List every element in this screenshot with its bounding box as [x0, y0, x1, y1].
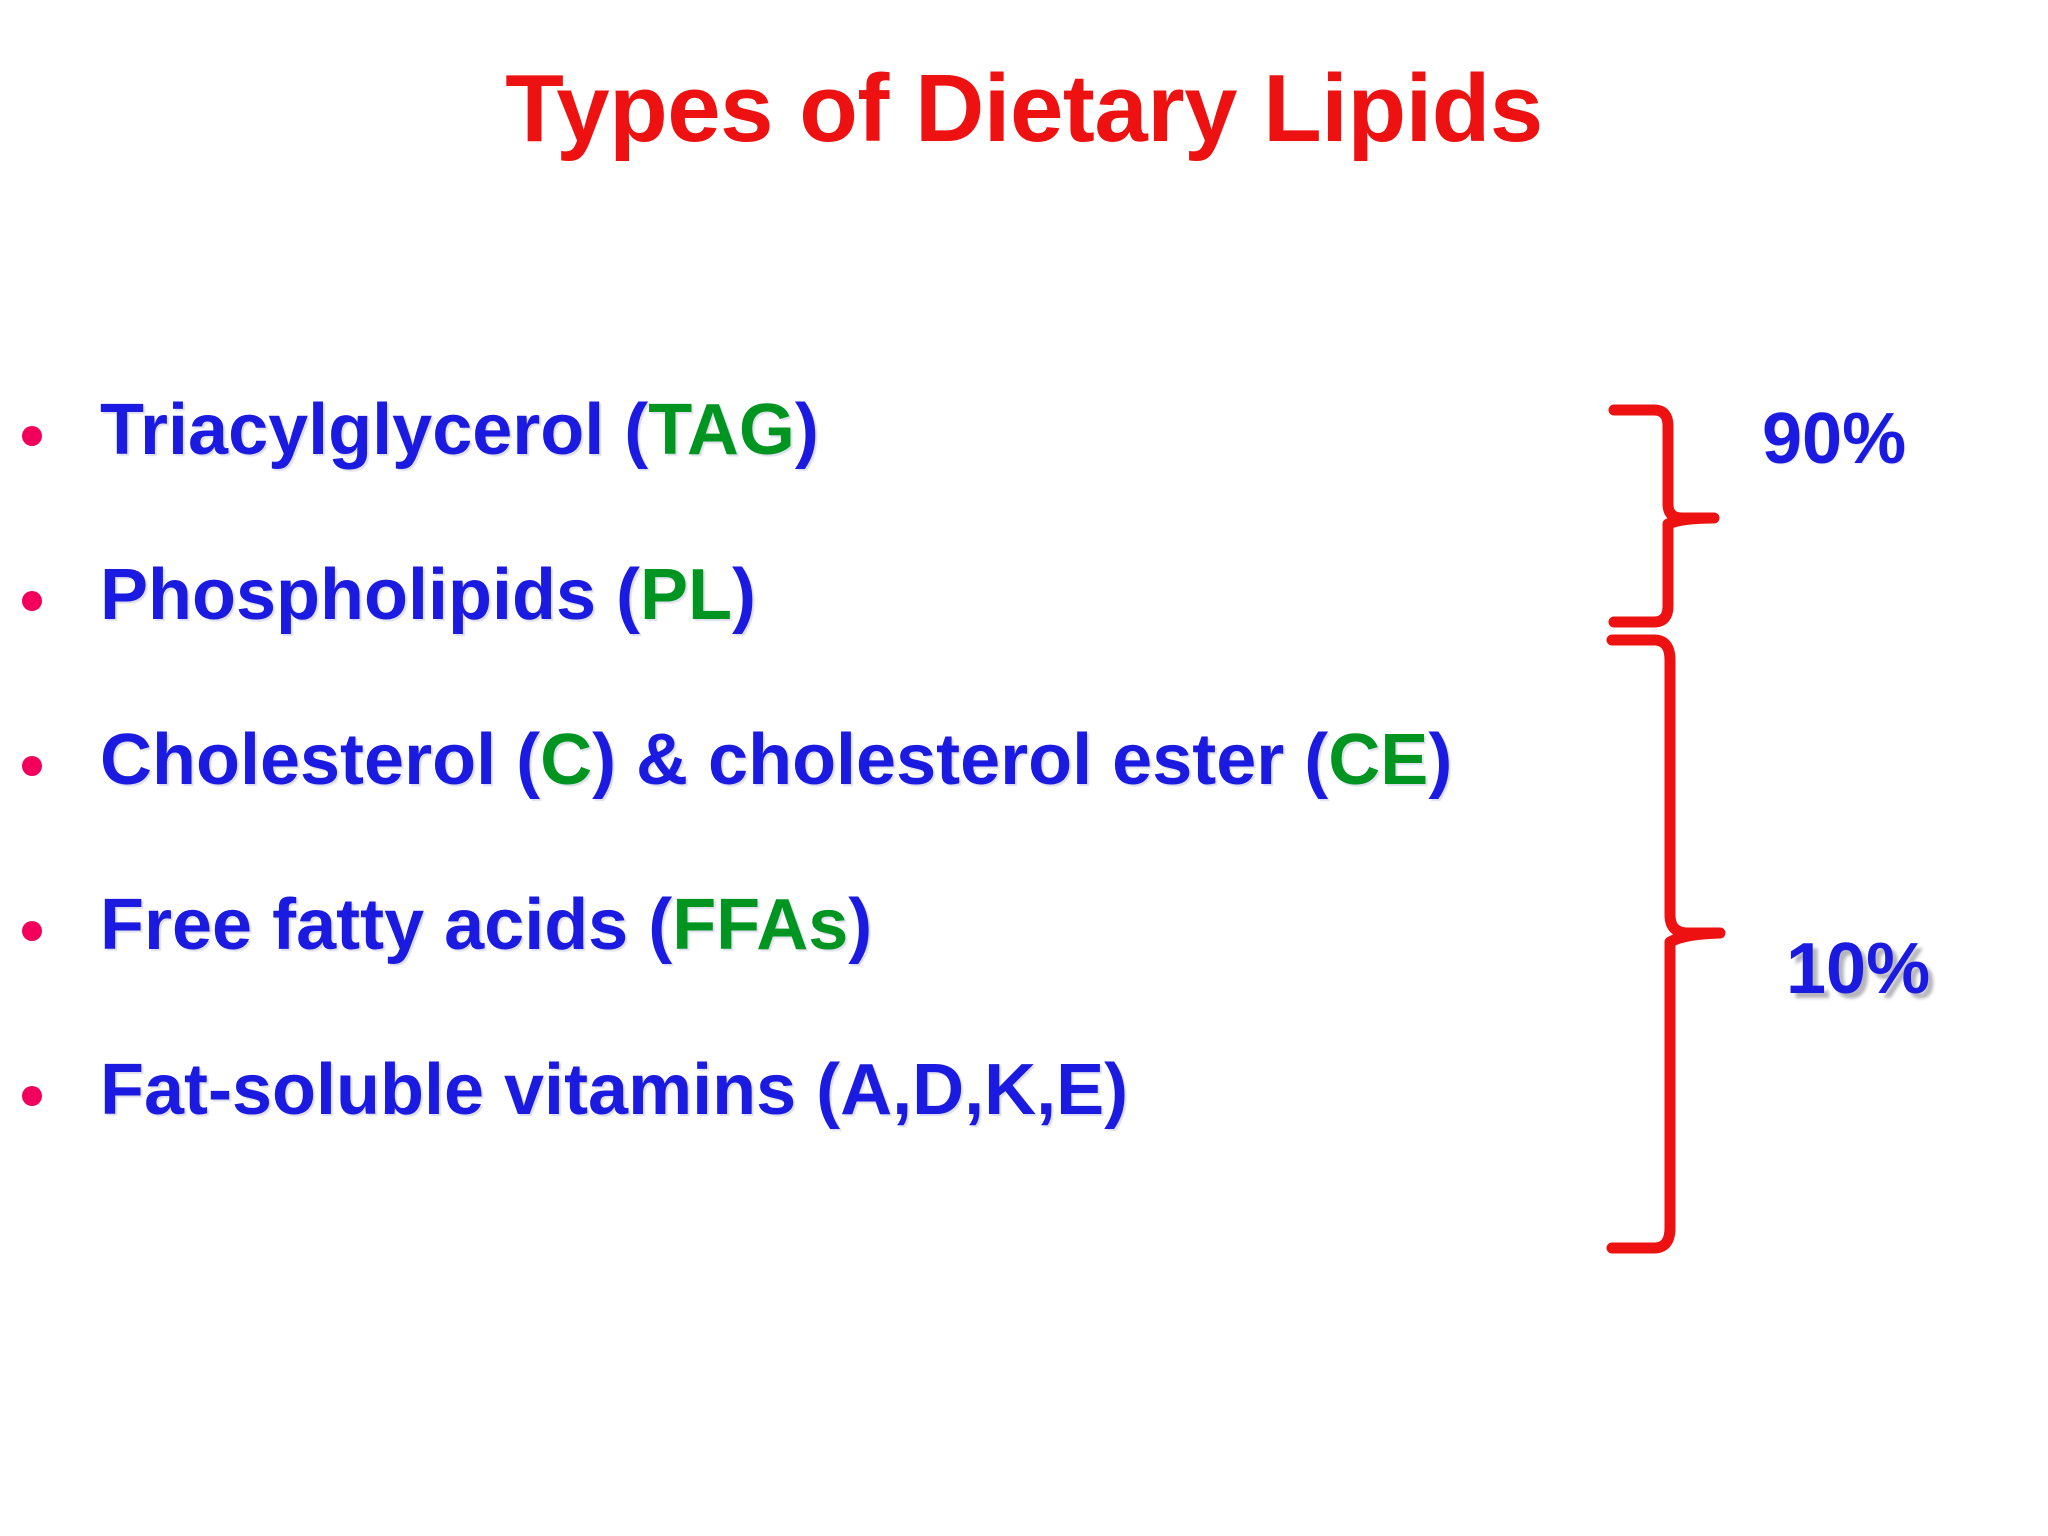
list-item-abbreviation: TAG [648, 390, 795, 470]
list-item-text: Free fatty acids (FFAs) [100, 885, 872, 961]
list-item: Phospholipids (PL) [0, 555, 1640, 720]
list-item-main-text: Free fatty acids ( [100, 885, 673, 965]
list-item-text: Phospholipids (PL) [100, 555, 756, 631]
page-title: Types of Dietary Lipids [505, 55, 1543, 162]
dot-bullet-icon [22, 426, 42, 446]
dot-bullet-icon [22, 756, 42, 776]
list-item-abbreviation: C [540, 720, 593, 800]
list-item-abbreviation-2: CE [1328, 720, 1429, 800]
list-item-text: Cholesterol (C) & cholesterol ester (CE) [100, 720, 1452, 796]
list-item: Triacylglycerol (TAG) [0, 390, 1640, 555]
list-item-abbreviation: FFAs [672, 885, 849, 965]
list-item-text: Triacylglycerol (TAG) [100, 390, 819, 466]
list-item-trailing-text: ) [848, 885, 873, 965]
list-item-abbreviation: PL [639, 555, 732, 635]
list-item-main-text: Phospholipids ( [100, 555, 640, 635]
list-item: Fat-soluble vitamins (A,D,K,E) [0, 1050, 1640, 1215]
percentage-label-90: 90% [1762, 399, 1907, 479]
list-item-main-text: Fat-soluble vitamins (A,D,K,E) [100, 1050, 1129, 1130]
bullet-list: Triacylglycerol (TAG) Phospholipids (PL)… [0, 390, 1640, 1215]
right-curly-brace-icon-bottom [1606, 634, 1726, 1254]
list-item-text: Fat-soluble vitamins (A,D,K,E) [100, 1050, 1128, 1126]
list-item-main-text: Cholesterol ( [100, 720, 541, 800]
list-item-main-text: Triacylglycerol ( [100, 390, 649, 470]
percentage-label-10: 10% [1786, 929, 1931, 1009]
list-item-trailing-text: ) [794, 390, 819, 470]
dot-bullet-icon [22, 1086, 42, 1106]
list-item: Cholesterol (C) & cholesterol ester (CE) [0, 720, 1640, 885]
list-item-middle-text: ) & cholesterol ester ( [592, 720, 1329, 800]
list-item-trailing-text: ) [1428, 720, 1453, 800]
dot-bullet-icon [22, 921, 42, 941]
dot-bullet-icon [22, 591, 42, 611]
list-item: Free fatty acids (FFAs) [0, 885, 1640, 1050]
list-item-trailing-text: ) [731, 555, 756, 635]
right-curly-brace-icon-top [1608, 404, 1720, 628]
